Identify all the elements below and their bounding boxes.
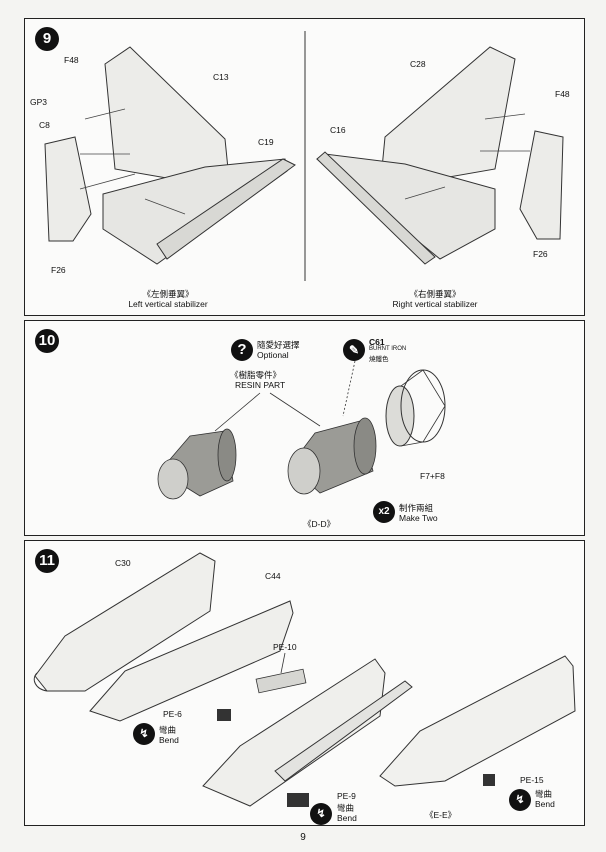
paint-brush-icon: ✎ <box>343 339 365 361</box>
right-caption-en: Right vertical stabilizer <box>392 299 478 309</box>
view-e-e: 《E-E》 <box>425 810 457 820</box>
part-label-pe15: PE-15 <box>520 775 544 785</box>
part-label-pe6: PE-6 <box>163 709 182 719</box>
left-caption-en: Left vertical stabilizer <box>128 299 208 309</box>
resin-part-cn: 《樹脂零件》 <box>230 370 282 380</box>
pe9-bend-en: Bend <box>337 813 357 823</box>
part-label-f26-left: F26 <box>51 265 66 275</box>
pe9-bend-cn: 彎曲 <box>337 803 355 813</box>
right-stabilizer-caption: 《右側垂翼》 Right vertical stabilizer <box>365 289 505 309</box>
parts-f7-f8: F7+F8 <box>420 471 445 481</box>
view-d-d: 《D-D》 <box>303 519 336 529</box>
part-label-c8: C8 <box>39 120 50 130</box>
bend-icon-pe9: ↯ <box>310 803 332 825</box>
pe6-bend-en: Bend <box>159 735 179 745</box>
bend-icon-pe15: ↯ <box>509 789 531 811</box>
make-two-icon: x2 <box>373 501 395 523</box>
left-stabilizer-caption: 《左側垂翼》 Left vertical stabilizer <box>103 289 233 309</box>
part-label-c44: C44 <box>265 571 281 581</box>
pe15-bend-cn: 彎曲 <box>535 789 553 799</box>
make-two-en: Make Two <box>399 513 438 523</box>
part-label-c28: C28 <box>410 59 426 69</box>
question-icon: ? <box>231 339 253 361</box>
pe6-bend-cn: 彎曲 <box>159 725 177 735</box>
part-label-f26-right: F26 <box>533 249 548 259</box>
part-label-c16: C16 <box>330 125 346 135</box>
make-two-cn: 制作兩組 <box>399 503 434 513</box>
part-label-f48-left: F48 <box>64 55 79 65</box>
page-number: 9 <box>300 832 306 843</box>
step-9-badge: 9 <box>35 27 59 51</box>
resin-part-en: RESIN PART <box>235 380 286 390</box>
step-9-illustration <box>44 31 564 281</box>
paint-name-en: BURNT IRON <box>369 346 407 352</box>
left-caption-cn: 《左側垂翼》 <box>142 289 194 299</box>
part-label-f48-right: F48 <box>555 89 570 99</box>
bend-icon-pe6: ↯ <box>133 723 155 745</box>
right-caption-cn: 《右側垂翼》 <box>409 289 461 299</box>
part-label-c19: C19 <box>258 137 274 147</box>
step-10-panel: 10 ? 隨愛好選擇 Optional ✎ C61 BURNT IRON 燒鐵色… <box>24 320 585 536</box>
step-11-panel: 11 C30 C44 PE-10 PE-6 ↯ 彎曲 Bend PE-9 ↯ 彎… <box>24 540 585 826</box>
step-10-badge: 10 <box>35 329 59 353</box>
step-9-panel: 9 F48 GP3 C8 C13 C19 F26 C28 F48 C16 F26… <box>24 18 585 316</box>
step-11-illustration <box>33 552 576 807</box>
paint-name-cn: 燒鐵色 <box>369 356 389 363</box>
step-10-illustration <box>157 360 446 500</box>
pe15-bend-en: Bend <box>535 799 555 809</box>
optional-en: Optional <box>257 350 289 360</box>
part-label-c13: C13 <box>213 72 229 82</box>
optional-cn: 隨愛好選擇 <box>257 340 300 350</box>
part-label-c30: C30 <box>115 558 131 568</box>
step-11-badge: 11 <box>35 549 59 573</box>
part-label-pe9: PE-9 <box>337 791 356 801</box>
part-label-pe10: PE-10 <box>273 642 297 652</box>
part-label-gp3: GP3 <box>30 97 48 107</box>
paint-code: C61 <box>369 337 385 347</box>
